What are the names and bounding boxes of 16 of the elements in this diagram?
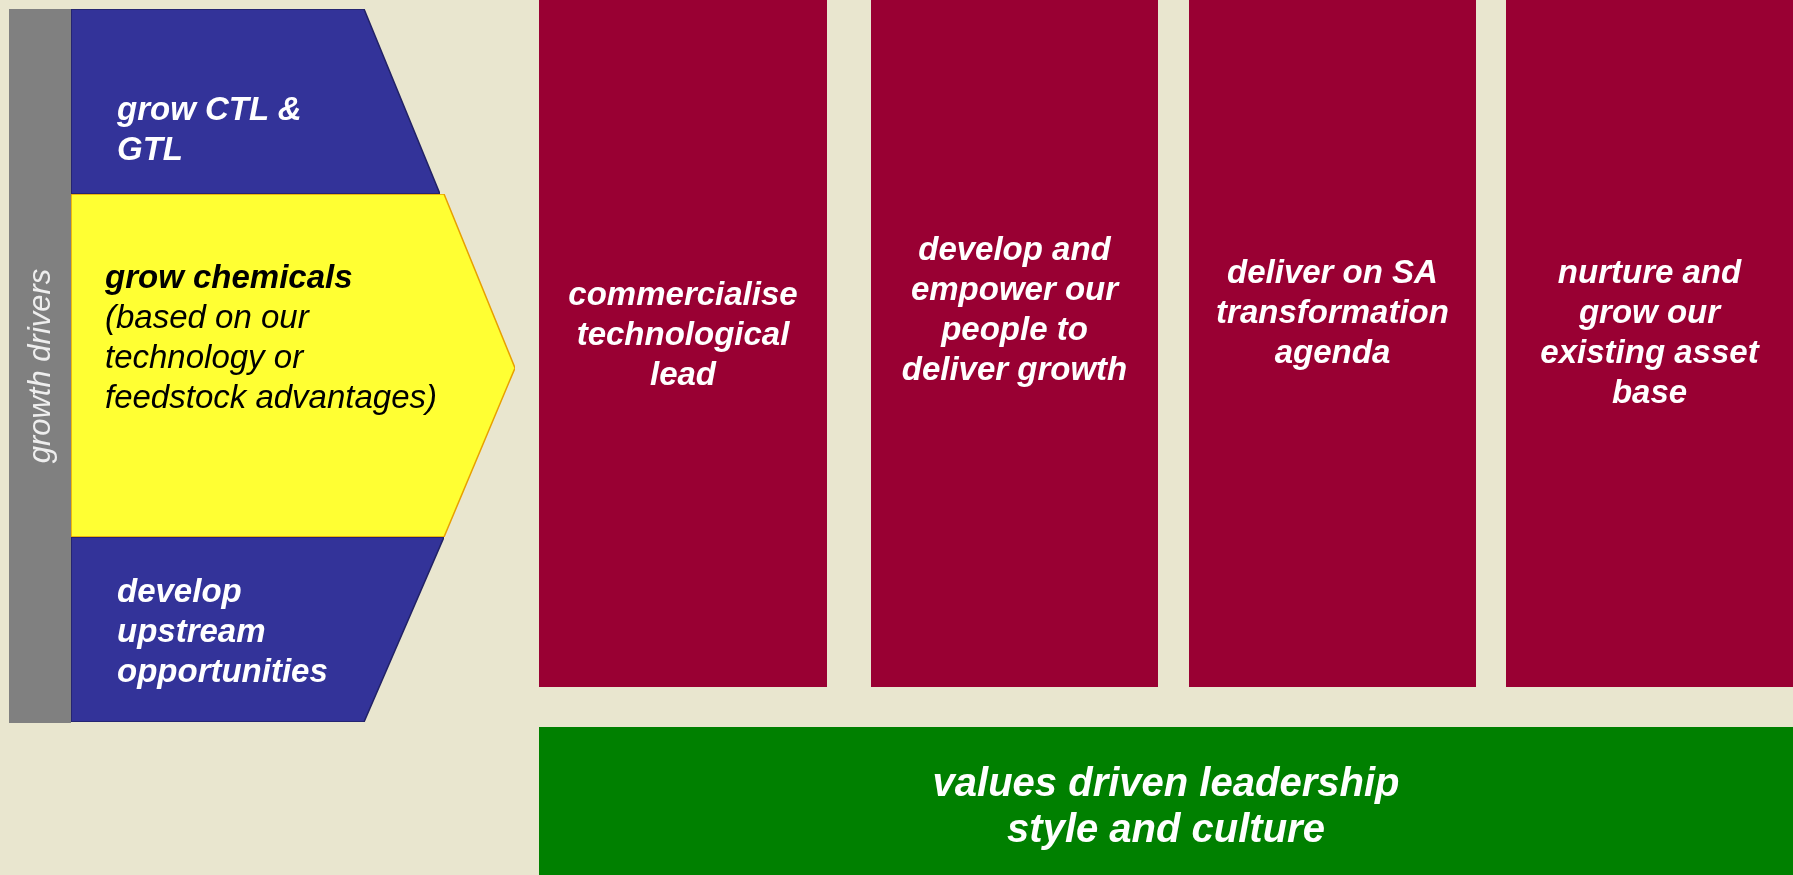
heading: nurture and grow our existing asset base: [1539, 252, 1761, 412]
strategy-column: [1189, 0, 1476, 687]
strategy-column: [539, 0, 827, 687]
heading: grow chemicals: [105, 257, 354, 297]
band-label: growth drivers: [21, 268, 58, 464]
heading: develop and empower our people to deliver growth: [900, 229, 1129, 389]
heading: grow CTL & GTL: [117, 89, 303, 169]
side-band: [9, 9, 71, 723]
foundation-bar: [539, 727, 1793, 875]
heading: deliver on SA transformation agenda: [1215, 252, 1450, 372]
heading: commercialise technological lead: [567, 274, 799, 394]
heading: develop upstream opportunities: [117, 571, 329, 691]
description: (based on our technology or feedstock advantages): [105, 297, 439, 417]
strategy-column: [871, 0, 1158, 687]
heading: values driven leadership style and culture: [931, 759, 1401, 851]
strategy-column: [1506, 0, 1793, 687]
